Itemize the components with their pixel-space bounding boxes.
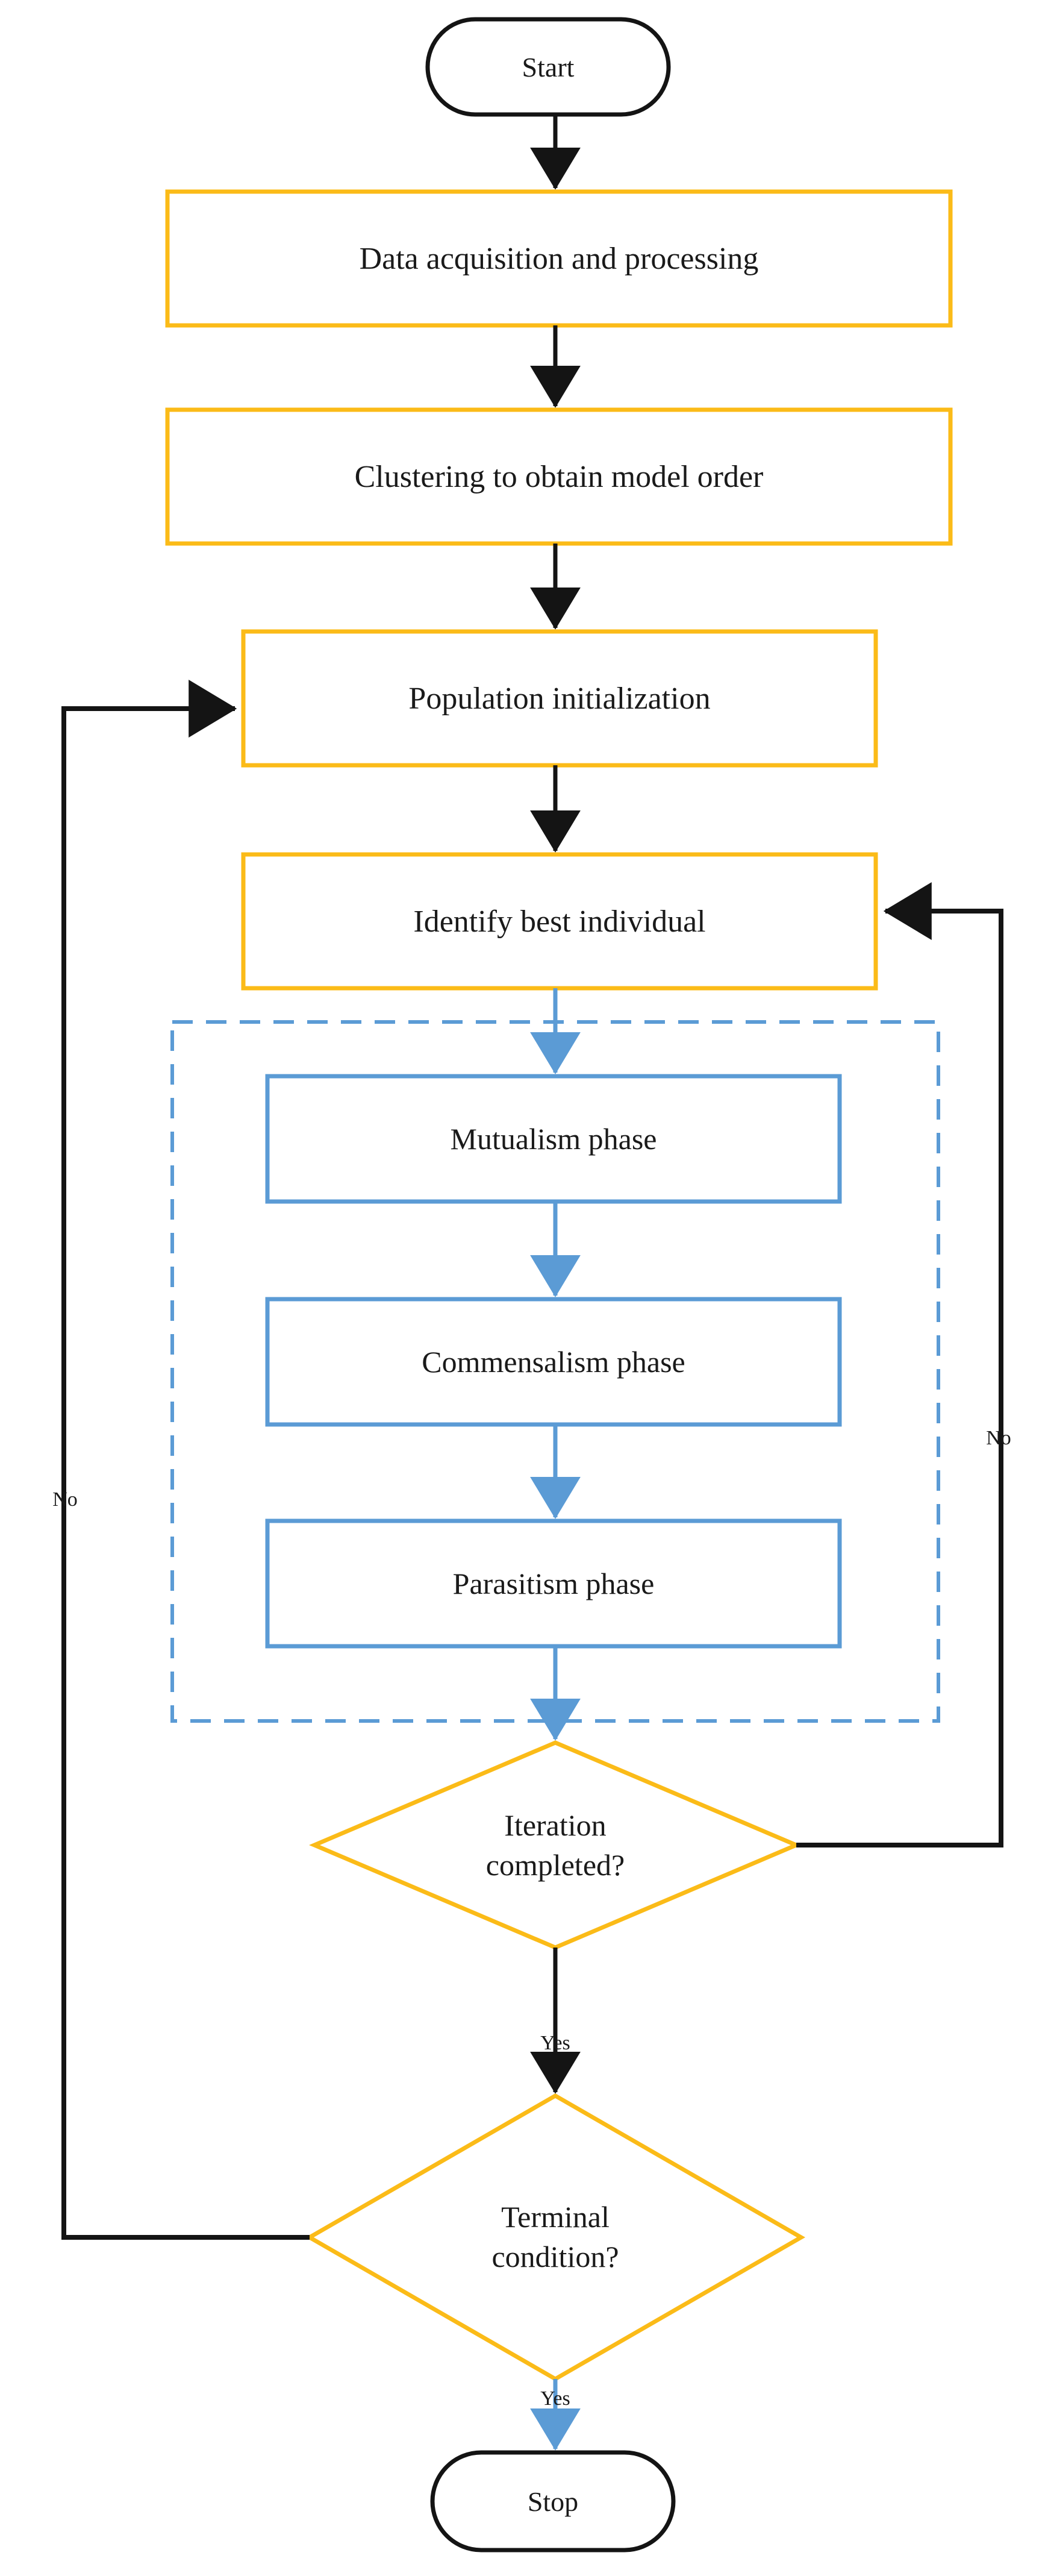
node-mutualism-shape[interactable] xyxy=(265,1074,842,1204)
edge-label-terminal-no: No xyxy=(52,1488,78,1511)
node-start-shape[interactable] xyxy=(425,17,671,117)
node-iteration-shape[interactable] xyxy=(309,1740,802,1950)
edge-label-terminal-yes: Yes xyxy=(540,2387,570,2410)
edge-terminal-no-to-popinit xyxy=(61,680,310,2240)
node-popinit-shape[interactable] xyxy=(241,629,878,768)
node-cluster-shape[interactable] xyxy=(165,407,953,546)
node-stop-shape[interactable] xyxy=(430,2450,676,2552)
node-commensalism-shape[interactable] xyxy=(265,1297,842,1427)
node-data-shape[interactable] xyxy=(165,189,953,328)
edge-iteration-no-to-identify xyxy=(796,882,1003,1847)
node-terminal-shape[interactable] xyxy=(305,2093,806,2382)
node-identify-shape[interactable] xyxy=(241,852,878,991)
edge-label-iteration-yes: Yes xyxy=(540,2032,570,2054)
node-parasitism-shape[interactable] xyxy=(265,1518,842,1649)
edge-label-iteration-no: No xyxy=(986,1427,1011,1449)
